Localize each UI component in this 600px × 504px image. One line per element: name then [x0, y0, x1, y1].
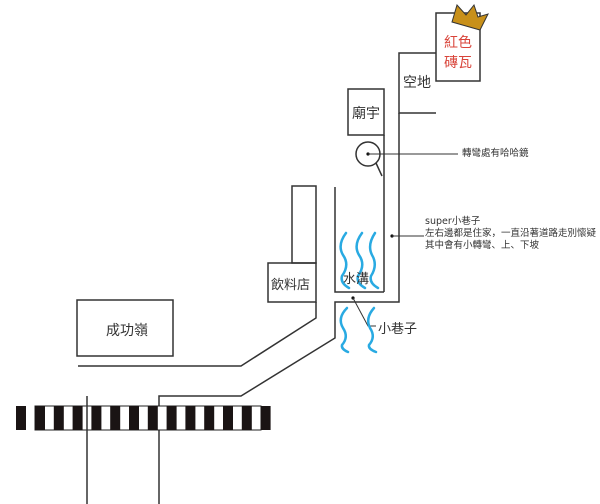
rail-tie [260, 406, 271, 430]
empty-lot-label: 空地 [403, 75, 431, 91]
rail-tie [129, 406, 139, 430]
rail-tie [166, 406, 177, 430]
temple-box [347, 88, 385, 136]
alley-note: super小巷子左右邊都是住家，一直沿著道路走別懷疑其中會有小轉彎、上、下坡 [425, 216, 597, 251]
ditch-label: 水溝 [343, 272, 370, 287]
drink-shop-label: 飲料店 [271, 278, 311, 293]
drink-shop-tower [291, 185, 317, 264]
water-waves [339, 231, 380, 354]
rail-tie [185, 406, 196, 430]
rail-tie [16, 406, 26, 430]
rail-tie [241, 406, 252, 430]
rail-tie [147, 406, 158, 430]
rail-tie [204, 406, 215, 430]
road-left-edge [78, 302, 317, 367]
chenggong-ling-box [76, 299, 174, 357]
rail-tie [110, 406, 121, 430]
chenggong-ling-label: 成功嶺 [106, 323, 148, 339]
rail-tie [53, 406, 64, 430]
rail-tie [72, 406, 83, 430]
red-tiles-label: 紅色磚瓦 [444, 35, 472, 71]
road-right-edge [158, 113, 400, 504]
ditch-outline [334, 187, 384, 293]
crown-icon [451, 3, 489, 31]
empty-lot-box [398, 52, 436, 114]
temple-label: 廟宇 [352, 106, 380, 122]
small-alley-label: 小巷子 [378, 322, 418, 337]
mirror-note: 轉彎處有哈哈鏡 [462, 148, 529, 159]
railway [16, 405, 271, 431]
rail-tie [223, 406, 233, 430]
rail-tie [35, 406, 45, 430]
rail-tie [91, 406, 102, 430]
